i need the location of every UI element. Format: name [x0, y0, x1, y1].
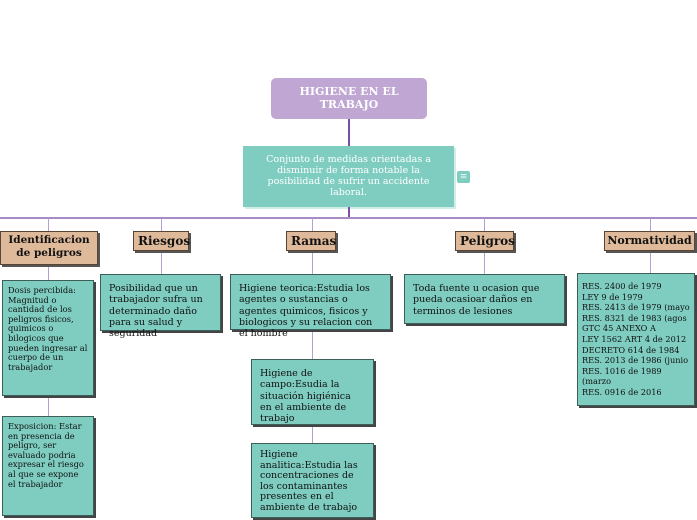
subtopic-normatividad[interactable]: RES. 2400 de 1979 LEY 9 de 1979 RES. 241… — [577, 273, 695, 406]
subtopic-higiene-teorica[interactable]: Higiene teorica:Estudia los agentes o su… — [230, 274, 391, 339]
subtopic-higiene-analitica[interactable]: Higiene analitica:Estudia las concentrac… — [251, 443, 374, 518]
subtopic-exposicion[interactable]: Exposicion: Estar en presencia de peligr… — [2, 416, 94, 516]
description-box[interactable]: Conjunto de medidas orientadas a disminu… — [243, 146, 454, 207]
topic-identificacion[interactable]: Identificacion de peligros — [0, 231, 98, 265]
notes-icon[interactable]: ≡ — [457, 171, 470, 183]
connector — [348, 119, 350, 146]
subtopic-peligros[interactable]: Toda fuente u ocasion que pueda ocasioar… — [404, 274, 565, 324]
branch-connector — [0, 217, 697, 219]
connector — [348, 207, 350, 218]
root-topic[interactable]: HIGIENE EN EL TRABAJO — [271, 78, 427, 119]
connector — [48, 396, 49, 416]
subtopic-higiene-campo[interactable]: Higiene de campo:Esudia la situación hig… — [251, 359, 374, 425]
subtopic-dosis[interactable]: Dosis percibida: Magnitud o cantidad de … — [2, 280, 94, 396]
topic-normatividad[interactable]: Normatividad — [604, 231, 695, 251]
subtopic-riesgos[interactable]: Posibilidad que un trabajador sufra un d… — [100, 274, 221, 339]
root-title: HIGIENE EN EL TRABAJO — [299, 85, 399, 111]
topic-ramas[interactable]: Ramas — [286, 231, 336, 251]
topic-peligros[interactable]: Peligros — [455, 231, 515, 251]
topic-riesgos[interactable]: Riesgos — [133, 231, 190, 251]
